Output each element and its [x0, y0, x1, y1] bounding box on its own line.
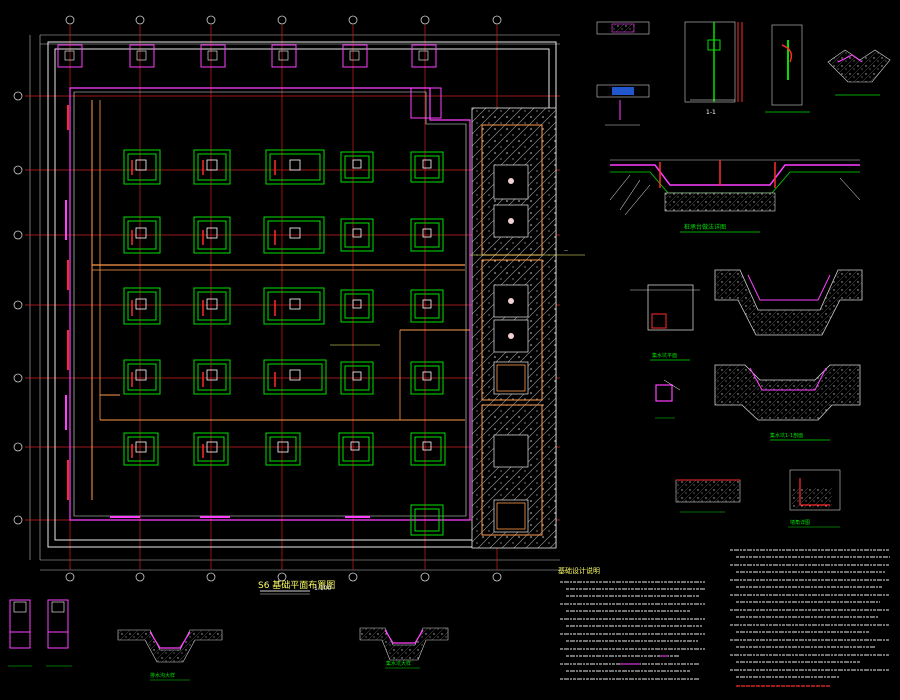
notes-title: 基础设计说明	[558, 566, 600, 575]
detail-views: 1-1	[596, 21, 891, 528]
svg-text:—: —	[564, 248, 568, 253]
detail-pile-cap-section: 桩承台做法详图	[609, 159, 861, 233]
hatched-strip	[471, 107, 557, 549]
top-wall-caps	[57, 44, 437, 68]
axis-bubbles-top	[65, 15, 502, 25]
detail-column-small	[655, 379, 681, 419]
detail-rebar-hook	[765, 24, 810, 113]
detail-sump	[827, 49, 891, 96]
detail-label-trench: 排水沟大样	[150, 672, 175, 679]
detail-wall-elevation: 1-1	[684, 21, 743, 116]
detail-label-wall-corner: 墙角详图	[790, 519, 810, 526]
plan-title: S6 基础平面布置图	[258, 579, 335, 591]
axis-bubbles-left	[13, 91, 23, 525]
plan-scale: 1:100	[314, 585, 331, 592]
bottom-details: 排水沟大样 集水坑大样	[8, 599, 449, 681]
columns	[135, 159, 432, 453]
detail-wall-corner: 墙角详图	[788, 469, 841, 528]
detail-label-pit-plan: 集水坑平面	[652, 352, 677, 359]
detail-label-sump: 集水坑大样	[386, 660, 411, 667]
annotation-leaders	[330, 254, 585, 346]
detail-pit-section-upper	[714, 269, 863, 336]
detail-label-wall: 1-1	[706, 109, 716, 116]
detail-label-pit-section: 集水坑1-1剖面	[770, 432, 803, 439]
detail-wall-section	[596, 21, 650, 126]
pile-caps	[123, 87, 446, 536]
detail-trench	[675, 479, 741, 513]
detail-pit-section-lower: 集水坑1-1剖面	[714, 364, 861, 441]
detail-label-pile-cap: 桩承台做法详图	[684, 223, 726, 231]
detail-pit-plan: 集水坑平面	[630, 284, 700, 361]
foundation-plan: — S6 基础平面布置图 1:100	[13, 15, 585, 595]
plan-title-block: S6 基础平面布置图 1:100	[258, 579, 335, 595]
design-notes: 基础设计说明	[558, 549, 890, 687]
axis-bubbles-bottom	[65, 572, 502, 582]
dimension-lines	[29, 34, 560, 571]
